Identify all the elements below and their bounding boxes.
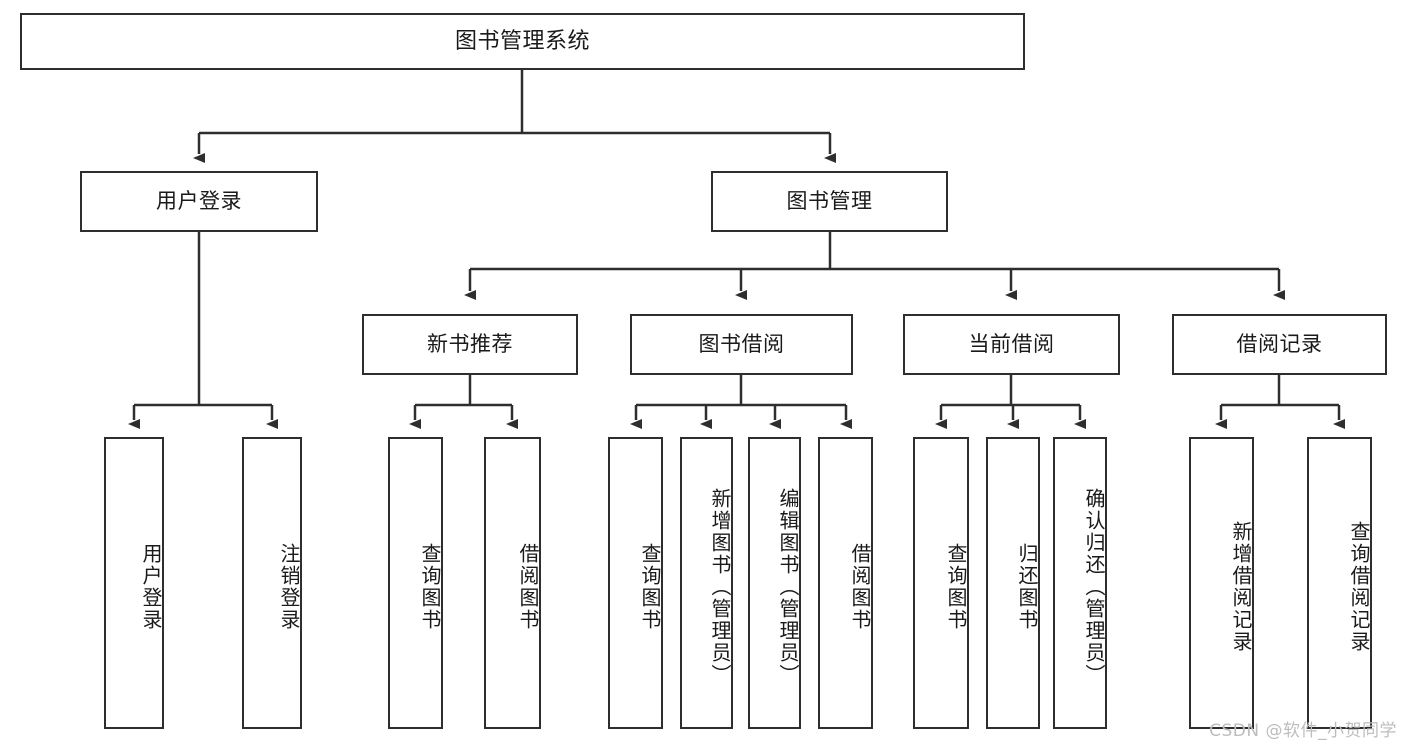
node-user-login[interactable]: 用户登录	[80, 171, 318, 232]
node-current-borrow[interactable]: 当前借阅	[903, 314, 1120, 375]
node-root-system[interactable]: 图书管理系统	[20, 13, 1025, 70]
leaf-query-book-cb[interactable]: 查询图书	[913, 437, 969, 729]
leaf-return-book[interactable]: 归还图书	[986, 437, 1040, 729]
node-book-borrow[interactable]: 图书借阅	[630, 314, 853, 375]
leaf-add-borrow-record[interactable]: 新增借阅记录	[1189, 437, 1254, 729]
node-borrow-record[interactable]: 借阅记录	[1172, 314, 1387, 375]
node-new-book-recommend[interactable]: 新书推荐	[362, 314, 578, 375]
leaf-add-book-admin[interactable]: 新增图书（管理员）	[680, 437, 733, 729]
leaf-borrow-book-bb[interactable]: 借阅图书	[818, 437, 873, 729]
leaf-logout-login[interactable]: 注销登录	[242, 437, 302, 729]
leaf-borrow-book-nbr[interactable]: 借阅图书	[484, 437, 541, 729]
leaf-query-borrow-record[interactable]: 查询借阅记录	[1307, 437, 1372, 729]
node-book-management[interactable]: 图书管理	[711, 171, 948, 232]
leaf-user-login[interactable]: 用户登录	[104, 437, 164, 729]
leaf-edit-book-admin[interactable]: 编辑图书（管理员）	[748, 437, 801, 729]
leaf-query-book-bb[interactable]: 查询图书	[608, 437, 663, 729]
csdn-watermark: CSDN @软件_小贺同学	[1209, 721, 1397, 741]
leaf-confirm-return-admin[interactable]: 确认归还（管理员）	[1053, 437, 1107, 729]
leaf-query-book-nbr[interactable]: 查询图书	[388, 437, 443, 729]
